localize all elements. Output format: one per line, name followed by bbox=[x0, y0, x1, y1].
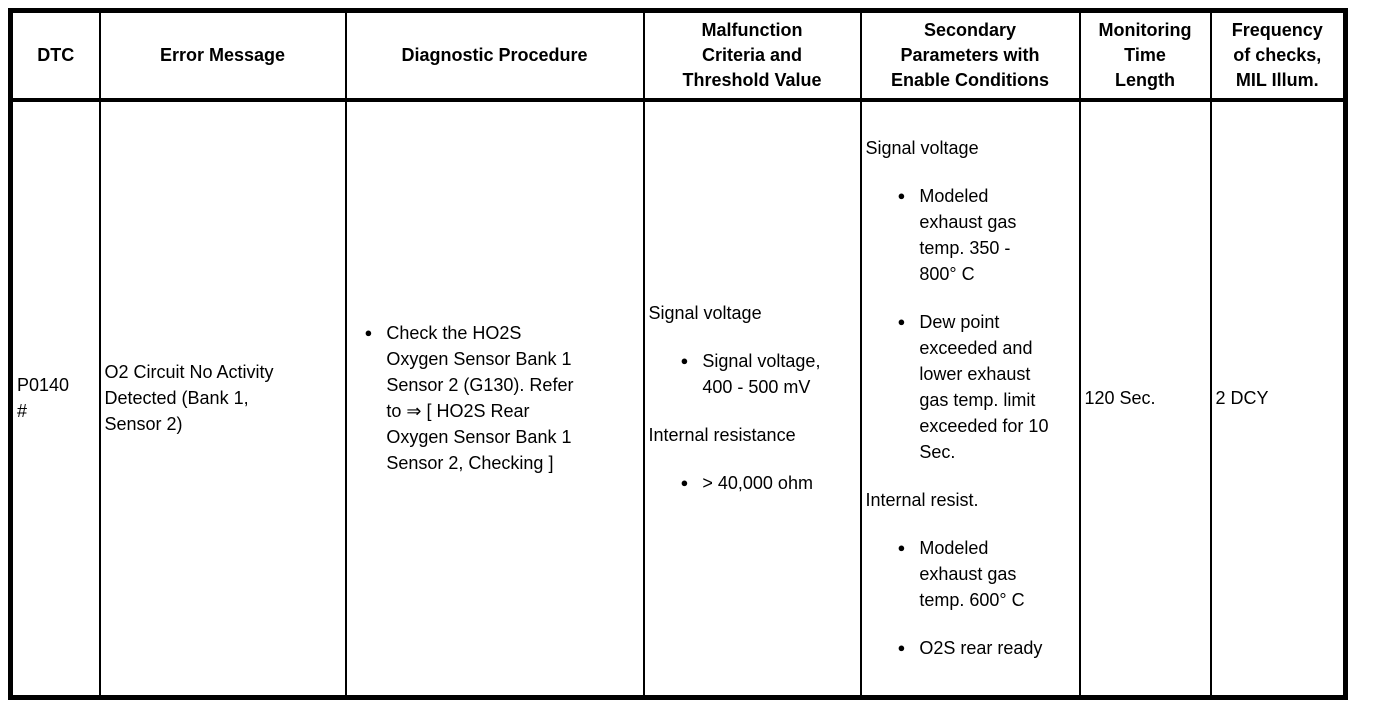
table-header: DTC Error Message Diagnostic Procedure M… bbox=[9, 9, 1347, 102]
col-header-frequency: Frequency of checks, MIL Illum. bbox=[1209, 9, 1347, 102]
secondary-section-signal-voltage: Signal voltage ● Modeled exhaust gas tem… bbox=[866, 135, 1075, 465]
bullet-icon: ● bbox=[897, 540, 906, 556]
section-heading: Internal resist. bbox=[865, 490, 979, 511]
bullet-item: ● Signal voltage, 400 - 500 mV bbox=[681, 348, 856, 400]
cell-dtc-code: P0140 # bbox=[9, 98, 101, 699]
bullet-text: Modeled exhaust gas temp. 350 - 800° C bbox=[919, 186, 1017, 285]
col-header-monitoring-time: Monitoring Time Length bbox=[1078, 9, 1212, 102]
cell-frequency: 2 DCY bbox=[1209, 98, 1347, 699]
bullet-item: ● > 40,000 ohm bbox=[681, 470, 856, 496]
bullet-text: O2S rear ready bbox=[919, 638, 1043, 659]
bullet-icon: ● bbox=[364, 325, 373, 341]
col-header-secondary-parameters: Secondary Parameters with Enable Conditi… bbox=[859, 9, 1081, 102]
bullet-icon: ● bbox=[897, 640, 906, 656]
bullet-text: Dew point exceeded and lower exhaust gas… bbox=[919, 312, 1049, 463]
section-heading: Signal voltage bbox=[648, 303, 762, 324]
cell-secondary-parameters: Signal voltage ● Modeled exhaust gas tem… bbox=[859, 98, 1081, 699]
col-header-diagnostic-procedure: Diagnostic Procedure bbox=[344, 9, 645, 102]
bullet-text: > 40,000 ohm bbox=[702, 473, 813, 494]
malfunction-section-signal-voltage: Signal voltage ● Signal voltage, 400 - 5… bbox=[649, 300, 856, 400]
bullet-item: ● Modeled exhaust gas temp. 600° C bbox=[898, 535, 1075, 613]
col-header-error-message: Error Message bbox=[98, 9, 347, 102]
bullet-icon: ● bbox=[897, 188, 906, 204]
bullet-text: Signal voltage, 400 - 500 mV bbox=[702, 351, 821, 398]
diagnostic-procedure-text: Check the HO2S Oxygen Sensor Bank 1 Sens… bbox=[386, 323, 574, 474]
bullet-item: ● Modeled exhaust gas temp. 350 - 800° C bbox=[898, 183, 1075, 287]
secondary-section-internal-resist: Internal resist. ● Modeled exhaust gas t… bbox=[866, 487, 1075, 661]
section-heading: Internal resistance bbox=[648, 425, 796, 446]
malfunction-section-internal-resistance: Internal resistance ● > 40,000 ohm bbox=[649, 422, 856, 496]
bullet-text: Modeled exhaust gas temp. 600° C bbox=[919, 538, 1025, 611]
cell-malfunction-criteria: Signal voltage ● Signal voltage, 400 - 5… bbox=[642, 98, 862, 699]
cell-monitoring-time: 120 Sec. bbox=[1078, 98, 1212, 699]
bullet-icon: ● bbox=[680, 475, 689, 491]
bullet-item: ● O2S rear ready bbox=[898, 635, 1075, 661]
dtc-table: DTC Error Message Diagnostic Procedure M… bbox=[8, 8, 1348, 700]
error-message-text: O2 Circuit No Activity Detected (Bank 1,… bbox=[104, 362, 274, 435]
table-row: P0140 # O2 Circuit No Activity Detected … bbox=[9, 98, 1347, 699]
col-header-malfunction-criteria: Malfunction Criteria and Threshold Value bbox=[642, 9, 862, 102]
cell-error-message: O2 Circuit No Activity Detected (Bank 1,… bbox=[98, 98, 347, 699]
bullet-icon: ● bbox=[680, 353, 689, 369]
cell-diagnostic-procedure: ● Check the HO2S Oxygen Sensor Bank 1 Se… bbox=[344, 98, 645, 699]
bullet-icon: ● bbox=[897, 314, 906, 330]
diagnostic-bullet-item: ● Check the HO2S Oxygen Sensor Bank 1 Se… bbox=[365, 320, 639, 476]
bullet-item: ● Dew point exceeded and lower exhaust g… bbox=[898, 309, 1075, 465]
col-header-dtc: DTC bbox=[9, 9, 101, 102]
section-heading: Signal voltage bbox=[865, 138, 979, 159]
